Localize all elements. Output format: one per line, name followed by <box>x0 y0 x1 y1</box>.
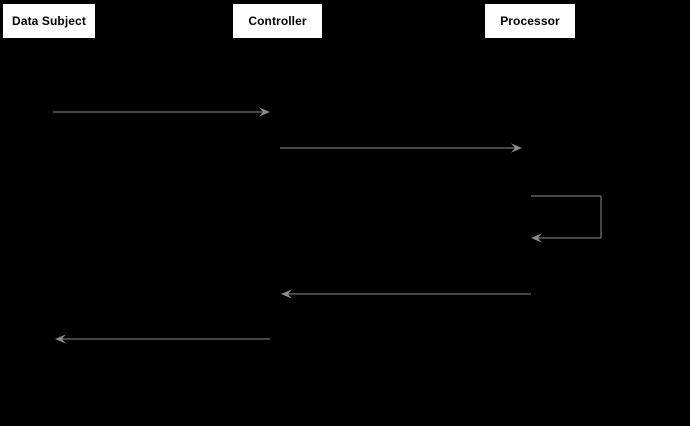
lifeline-head-data-subject[interactable]: Data Subject <box>3 4 95 38</box>
lifeline-label-data-subject: Data Subject <box>12 14 86 28</box>
lifeline-label-controller: Controller <box>248 14 307 28</box>
message-arrow-2[interactable] <box>280 141 522 155</box>
message-arrow-1[interactable] <box>53 105 270 119</box>
message-arrow-5[interactable] <box>55 332 270 346</box>
message-self-loop-processor[interactable] <box>525 190 607 244</box>
lifeline-label-processor: Processor <box>500 14 560 28</box>
lifeline-head-processor[interactable]: Processor <box>485 4 575 38</box>
message-arrow-4[interactable] <box>281 287 531 301</box>
lifeline-head-controller[interactable]: Controller <box>233 4 322 38</box>
